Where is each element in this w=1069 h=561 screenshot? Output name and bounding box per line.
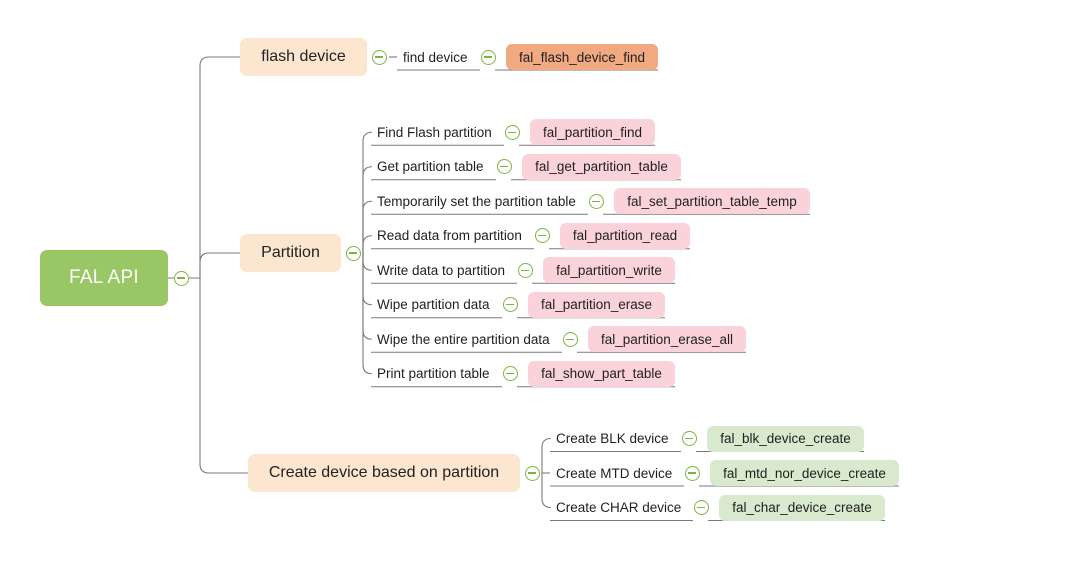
api-badge-fal_partition_find[interactable]: fal_partition_find — [530, 119, 655, 146]
leaf-label-create-device-1[interactable]: Create MTD device — [556, 465, 673, 481]
leaf-label-partition-4[interactable]: Write data to partition — [377, 262, 506, 278]
branch-node-flash-device[interactable]: flash device — [240, 38, 367, 76]
leaf-toggle-partition-7[interactable] — [502, 366, 518, 382]
leaf-toggle-partition-0[interactable] — [504, 124, 520, 140]
leaf-label-create-device-0[interactable]: Create BLK device — [556, 431, 669, 446]
leaf-label-create-device-2[interactable]: Create CHAR device — [556, 500, 682, 515]
api-badge-fal_blk_device_create[interactable]: fal_blk_device_create — [707, 425, 864, 452]
branch-node-create-device[interactable]: Create device based on partition — [248, 454, 520, 492]
api-badge-fal_partition_write[interactable]: fal_partition_write — [543, 257, 675, 284]
root-collapse-toggle[interactable] — [173, 270, 189, 286]
leaf-toggle-partition-5[interactable] — [502, 297, 518, 313]
branch-node-partition[interactable]: Partition — [240, 234, 341, 272]
leaf-toggle-partition-6[interactable] — [562, 331, 578, 347]
leaf-label-partition-1[interactable]: Get partition table — [377, 159, 484, 175]
leaf-toggle-partition-4[interactable] — [517, 262, 533, 278]
leaf-toggle-partition-2[interactable] — [588, 193, 604, 209]
leaf-label-partition-6[interactable]: Wipe the entire partition data — [377, 331, 550, 347]
leaf-label-partition-5[interactable]: Wipe partition data — [377, 297, 490, 313]
branch-toggle-flash-device[interactable] — [371, 49, 387, 65]
branch-toggle-create-device[interactable] — [524, 465, 540, 481]
api-badge-fal_partition_erase[interactable]: fal_partition_erase — [528, 291, 665, 318]
leaf-toggle-flash-device-0[interactable] — [480, 49, 496, 65]
api-badge-fal_show_part_table[interactable]: fal_show_part_table — [528, 360, 675, 387]
leaf-toggle-partition-3[interactable] — [534, 228, 550, 244]
leaf-label-partition-7[interactable]: Print partition table — [377, 366, 490, 382]
root-node[interactable]: FAL API — [40, 250, 168, 306]
api-badge-fal_get_partition_table[interactable]: fal_get_partition_table — [522, 153, 681, 180]
leaf-toggle-create-device-2[interactable] — [693, 500, 709, 515]
api-badge-fal_flash_device_find[interactable]: fal_flash_device_find — [506, 44, 658, 70]
branch-toggle-partition[interactable] — [345, 245, 361, 261]
api-badge-fal_char_device_create[interactable]: fal_char_device_create — [719, 494, 885, 521]
api-badge-fal_mtd_nor_device_create[interactable]: fal_mtd_nor_device_create — [710, 460, 899, 486]
leaf-toggle-create-device-0[interactable] — [681, 431, 697, 446]
api-badge-fal_partition_erase_all[interactable]: fal_partition_erase_all — [588, 326, 746, 353]
leaf-label-partition-0[interactable]: Find Flash partition — [377, 124, 492, 140]
leaf-toggle-create-device-1[interactable] — [684, 465, 700, 481]
leaf-label-partition-3[interactable]: Read data from partition — [377, 228, 522, 244]
leaf-label-partition-2[interactable]: Temporarily set the partition table — [377, 193, 576, 209]
leaf-label-flash-device-0[interactable]: find device — [403, 49, 468, 65]
api-badge-fal_set_partition_table_temp[interactable]: fal_set_partition_table_temp — [614, 188, 810, 215]
leaf-toggle-partition-1[interactable] — [496, 159, 512, 175]
api-badge-fal_partition_read[interactable]: fal_partition_read — [560, 222, 690, 249]
